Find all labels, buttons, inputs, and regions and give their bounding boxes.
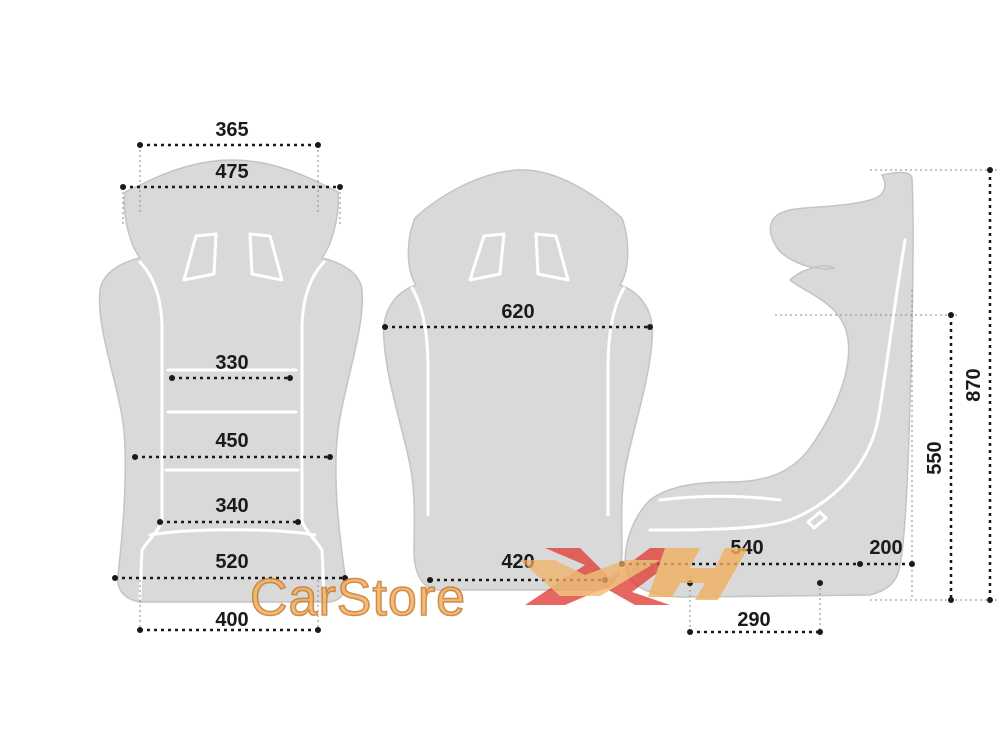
side-view-seat: [624, 171, 914, 598]
dim-front-base-width: 520: [215, 551, 248, 573]
back-right-window: [534, 232, 570, 282]
dim-side-mount: 290: [737, 609, 770, 631]
dim-front-head-inner: 365: [215, 119, 248, 141]
back-left-window: [468, 232, 506, 282]
dim-side-shoulder-height: 550: [924, 441, 946, 474]
carstore-watermark: CarStore: [249, 548, 748, 628]
dim-front-bottom-width: 400: [215, 609, 248, 631]
dim-front-shoulder-inner: 330: [215, 352, 248, 374]
x4-logo: [520, 548, 748, 605]
side-vent: [806, 510, 828, 530]
dim-side-total-height: 870: [963, 368, 985, 401]
front-right-window: [248, 232, 284, 282]
dimension-lines: [112, 142, 1000, 635]
dim-front-waist: 450: [215, 430, 248, 452]
dim-front-hip-inner: 340: [215, 495, 248, 517]
dim-back-base-width: 420: [501, 551, 534, 573]
dim-side-rear: 200: [869, 537, 902, 559]
front-left-window: [182, 232, 218, 282]
back-view-seat: [382, 169, 654, 591]
dim-back-width: 620: [501, 301, 534, 323]
dimension-labels: 365 475 330 450 340 520 400 620 420 540 …: [215, 119, 985, 631]
dim-front-head-outer: 475: [215, 161, 248, 183]
watermark-text: CarStore: [250, 569, 466, 627]
front-view-seat: [98, 159, 364, 603]
